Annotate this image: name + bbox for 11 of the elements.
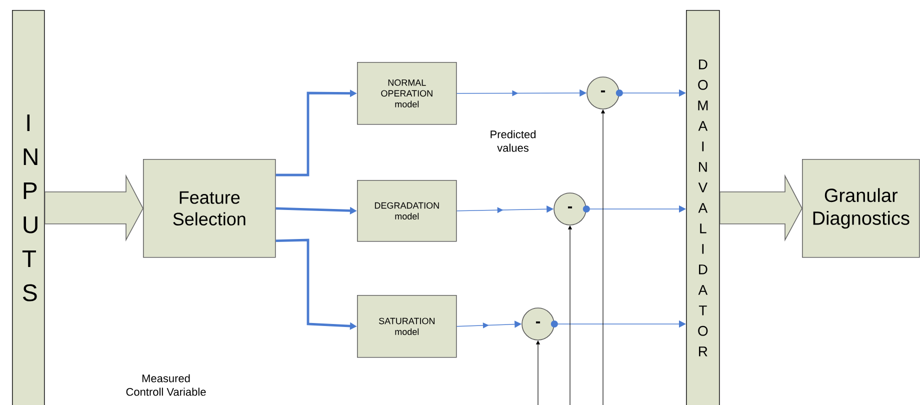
output-box: Granular Diagnostics bbox=[802, 159, 920, 258]
process-box: Feature Selection bbox=[143, 159, 276, 258]
model-box: DEGRADATION model bbox=[357, 180, 457, 242]
annotation-text: Predicted values bbox=[490, 130, 536, 152]
block-arrow bbox=[719, 174, 802, 242]
validator-bar: DOMAIN VALIDATOR bbox=[686, 10, 720, 405]
model-box: NORMAL OPERATION model bbox=[357, 62, 457, 125]
block-arrow bbox=[44, 174, 144, 242]
model-box: SATURATION model bbox=[357, 295, 457, 358]
input-bar: INPUTS bbox=[12, 10, 45, 405]
annotation-text: Measured Controll Variable bbox=[126, 374, 206, 396]
